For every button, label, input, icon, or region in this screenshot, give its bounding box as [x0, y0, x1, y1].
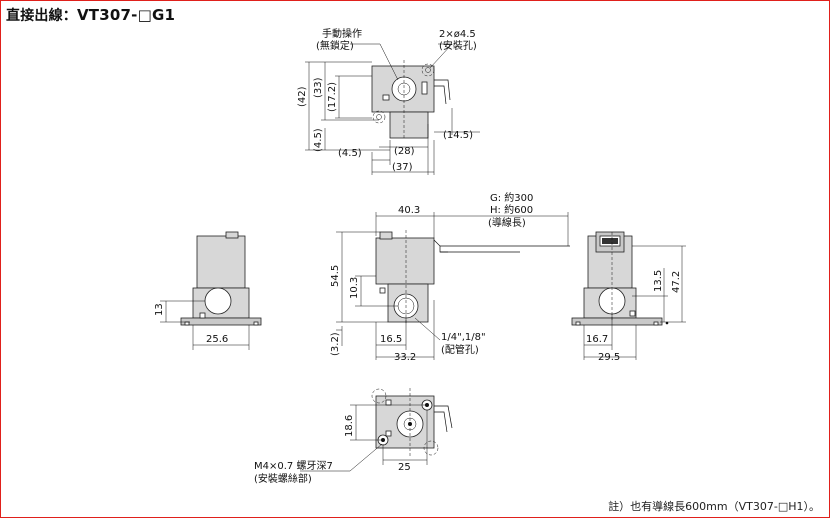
- dim-right-13-5: 13.5: [653, 270, 664, 292]
- bottom-view: [300, 388, 453, 472]
- dim-top-17-2: (17.2): [327, 82, 338, 112]
- port-size-label: 1/4",1/8": [441, 332, 486, 343]
- lead-wire: [434, 411, 448, 433]
- mount-hole-icon: [372, 110, 386, 124]
- dim-top-4-5-horizontal: (4.5): [338, 148, 362, 159]
- title-model: VT307-□G1: [77, 6, 176, 24]
- non-lock-label: (無鎖定): [316, 39, 354, 52]
- front-view-coil: [375, 237, 435, 285]
- dim-left-25-6: 25.6: [206, 334, 228, 345]
- lead-wire: [434, 405, 453, 429]
- left-view-base-plate: [180, 317, 262, 326]
- dim-bottom-25: 25: [398, 462, 411, 473]
- mount-hole-center-icon: [425, 67, 431, 73]
- dim-top-28: (28): [394, 146, 415, 157]
- right-view-base-plate: [571, 317, 663, 326]
- front-view-tab: [379, 231, 393, 240]
- mount-hole-center-icon: [376, 114, 382, 120]
- top-view: [305, 43, 480, 175]
- drawing-title: 直接出線：VT307-□G1: [6, 5, 175, 25]
- top-view-slot: [421, 81, 428, 95]
- dim-top-37: (37): [392, 162, 413, 173]
- dim-top-42: (42): [297, 86, 308, 107]
- footnote: 註）也有導線長600mm（VT307-□H1）。: [608, 500, 820, 513]
- left-view-coil: [196, 235, 246, 289]
- text-labels: 手動操作 (無鎖定) 2×ø4.5 (安裝孔) (42) (33) (17.2)…: [154, 27, 682, 485]
- dim-front-16-5: 16.5: [380, 334, 402, 345]
- lead-length-label: (導線長): [488, 216, 526, 229]
- left-view: [160, 231, 262, 350]
- dim-bottom-18-6: 18.6: [344, 415, 355, 437]
- dim-top-4-5-vertical: (4.5): [313, 128, 324, 152]
- top-view-marker: [382, 94, 390, 101]
- lead-g-label: G: 約300: [490, 191, 533, 204]
- dim-front-33-2: 33.2: [394, 352, 416, 363]
- dim-front-40-3: 40.3: [398, 205, 420, 216]
- dim-right-29-5: 29.5: [598, 352, 620, 363]
- dim-top-14-5: (14.5): [443, 130, 473, 141]
- title-prefix: 直接出線：: [6, 8, 77, 24]
- port-circle: [204, 287, 232, 315]
- mount-hole-label: (安裝孔): [439, 39, 477, 52]
- top-view-base: [389, 111, 429, 139]
- port-label: (配管孔): [441, 343, 479, 356]
- front-view: [336, 212, 570, 360]
- dim-front-10-3: 10.3: [349, 277, 360, 299]
- dim-front-3-2: (3.2): [330, 332, 341, 356]
- lead-wire: [434, 85, 447, 105]
- dim-right-16-7: 16.7: [586, 334, 608, 345]
- right-view: [571, 231, 686, 360]
- port-circle: [598, 287, 626, 315]
- dim-right-47-2: 47.2: [671, 271, 682, 293]
- dim-top-33: (33): [313, 77, 324, 98]
- mount-hole-icon: [421, 63, 435, 77]
- thread-mount-label: (安裝螺絲部): [254, 472, 312, 485]
- lead-wire: [434, 79, 451, 101]
- lead-h-label: H: 約600: [490, 203, 533, 216]
- dim-left-13: 13: [154, 303, 165, 316]
- manual-op-label: 手動操作: [322, 27, 362, 40]
- dim-front-54-5: 54.5: [330, 265, 341, 287]
- mount-hole-size-label: 2×ø4.5: [439, 29, 476, 40]
- thread-label: M4×0.7 螺牙深7: [254, 460, 333, 472]
- left-view-tab: [225, 231, 239, 239]
